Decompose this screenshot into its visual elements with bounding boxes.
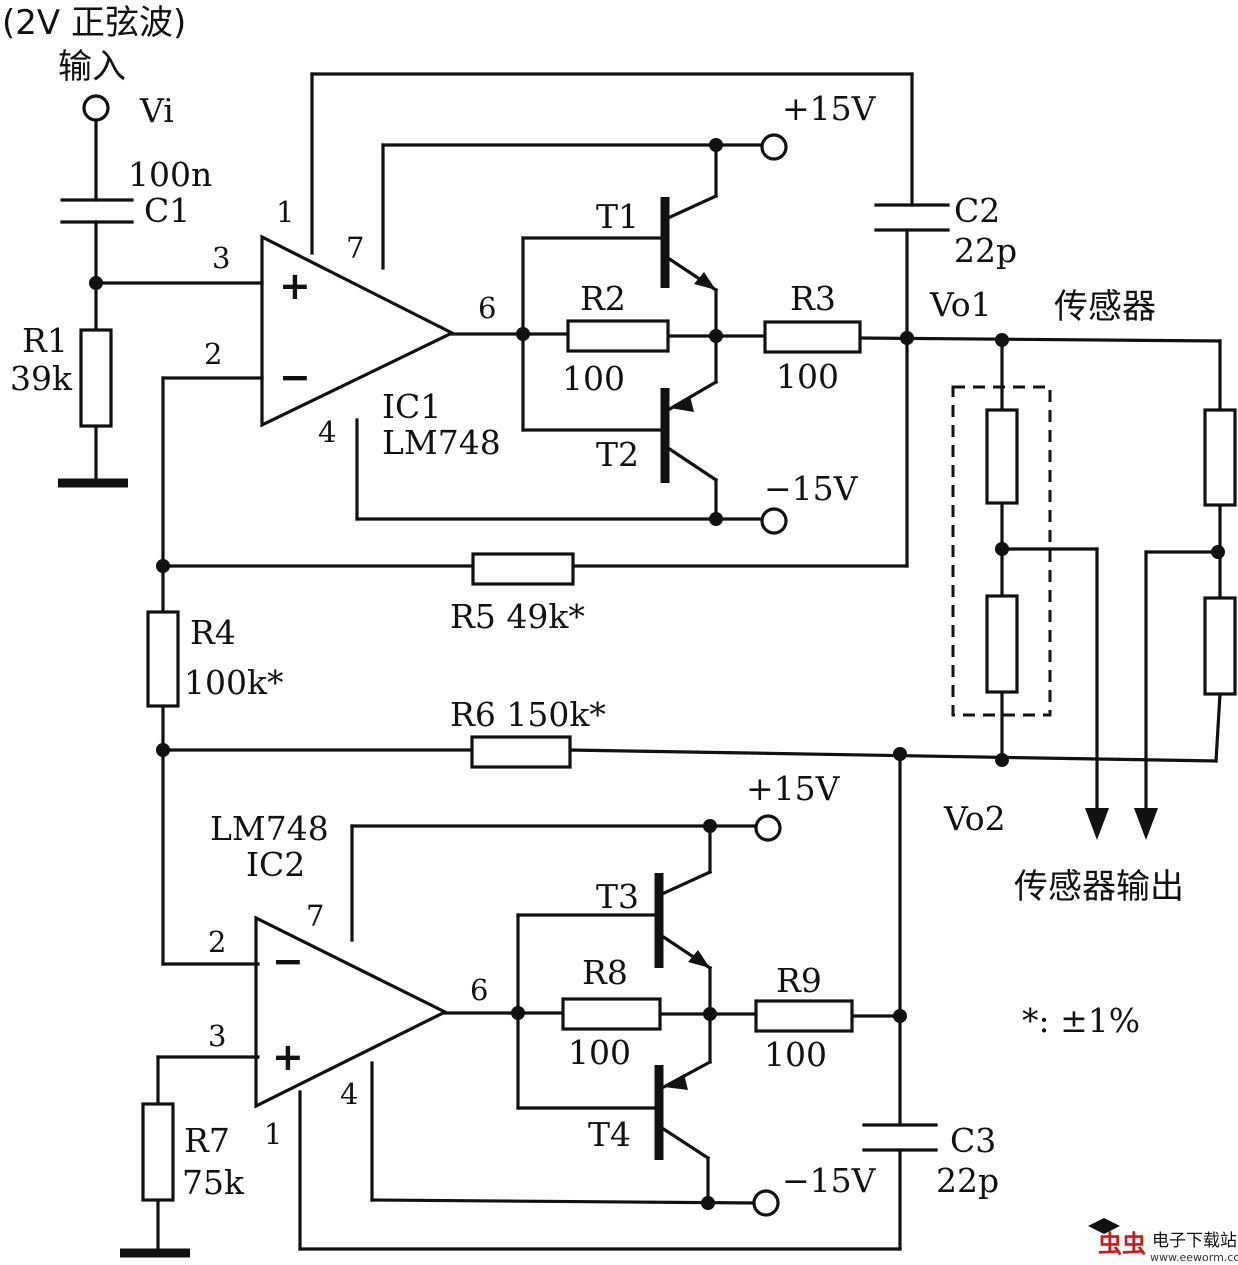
sensor-resistor-right-top: [1203, 408, 1237, 507]
c2-name: C2: [954, 191, 1000, 230]
ic2-pin3: 3: [208, 1019, 226, 1053]
ic1-pin7: 7: [346, 231, 364, 265]
capacitor-c3: [862, 1123, 938, 1152]
r1-value: 39k: [10, 359, 73, 398]
terminal-neg15v-top: [760, 507, 788, 535]
c1-value: 100n: [128, 155, 212, 194]
resistor-r4: [146, 610, 180, 708]
r9-name: R9: [776, 961, 822, 1000]
sensor-output-arrow-1: [1085, 808, 1109, 840]
r5-label: R5 49k*: [450, 597, 585, 636]
ic2-opamp: [254, 915, 449, 1109]
ic2-pin2: 2: [208, 925, 226, 959]
tolerance-note: *: ±1%: [1022, 1001, 1140, 1040]
capacitor-c1: [60, 198, 134, 224]
input-terminal: [82, 94, 110, 122]
supply-neg-bottom: −15V: [782, 1161, 877, 1200]
input-label: 输入: [58, 47, 126, 87]
supply-pos-bottom: +15V: [746, 769, 841, 808]
resistor-r6: [470, 735, 572, 769]
ic2-pin1: 1: [264, 1117, 282, 1151]
r7-value: 75k: [182, 1163, 245, 1202]
t2-emitter-arrow: [670, 396, 694, 412]
r3-value: 100: [776, 357, 839, 396]
r4-name: R4: [190, 613, 236, 652]
r8-value: 100: [568, 1033, 631, 1072]
resistor-r9: [754, 999, 854, 1033]
resistor-r1: [79, 328, 113, 428]
wires: [94, 72, 1222, 1254]
watermark-text: 电子下载站: [1152, 1231, 1237, 1251]
ic1-pin3: 3: [212, 241, 230, 275]
r6-label: R6 150k*: [450, 695, 606, 734]
terminal-pos15v-top: [760, 133, 788, 161]
sensor-resistor-right-bottom: [1203, 596, 1237, 696]
t4-emitter-arrow: [664, 1074, 688, 1090]
supply-pos-top: +15V: [782, 89, 877, 128]
r4-value: 100k*: [184, 663, 283, 702]
ic2-name: IC2: [246, 845, 305, 884]
ic2-part: LM748: [210, 809, 329, 848]
t3-emitter-arrow: [688, 950, 710, 968]
supply-neg-top: −15V: [764, 469, 859, 508]
ic1-pin4: 4: [318, 415, 336, 449]
watermark-logo: 虫虫: [1098, 1230, 1146, 1258]
t2-label: T2: [596, 435, 639, 474]
sensor-resistor-left-bottom: [985, 594, 1019, 694]
ic2-minus-sign: −: [272, 939, 304, 983]
sensor-dashed-box: [951, 385, 1052, 717]
resistor-r7: [141, 1102, 175, 1202]
sensor-output-arrow-2: [1134, 808, 1158, 840]
ic1-plus-sign: +: [279, 264, 311, 308]
terminal-neg15v-bottom: [752, 1189, 780, 1217]
resistor-r3: [763, 320, 862, 354]
input-symbol: Vi: [139, 91, 174, 130]
resistor-r5: [471, 552, 575, 586]
ic1-pin2: 2: [204, 337, 222, 371]
ic1-pin6: 6: [478, 291, 496, 325]
ic1-opamp: [260, 234, 456, 428]
resistor-r2: [566, 319, 670, 353]
vo2-label: Vo2: [943, 799, 1006, 838]
c2-value: 22p: [954, 231, 1017, 270]
t1-emitter-arrow: [694, 272, 716, 290]
ic1-name: IC1: [382, 387, 441, 426]
sensor-resistor-left-top: [985, 408, 1019, 505]
r3-name: R3: [790, 279, 836, 318]
r2-value: 100: [562, 359, 625, 398]
ic2-pin7: 7: [306, 899, 324, 933]
resistor-r8: [561, 997, 662, 1031]
ic2-plus-sign: +: [272, 1035, 304, 1079]
r1-name: R1: [22, 321, 68, 360]
junction-dots: [89, 138, 1225, 1210]
c1-name: C1: [144, 191, 190, 230]
ic2-pin4: 4: [340, 1077, 358, 1111]
t1-label: T1: [596, 197, 639, 236]
vo1-label: Vo1: [929, 285, 992, 324]
input-note: (2V 正弦波): [2, 3, 186, 43]
graduation-cap-icon: [1088, 1218, 1120, 1234]
c3-value: 22p: [936, 1161, 999, 1200]
t4-label: T4: [588, 1115, 631, 1154]
t3-label: T3: [596, 877, 639, 916]
r2-name: R2: [580, 279, 626, 318]
watermark: 虫虫 电子下载站 www.eeworm.com: [1088, 1218, 1238, 1264]
c3-name: C3: [950, 1121, 996, 1160]
ic2-pin6: 6: [470, 973, 488, 1007]
r8-name: R8: [582, 953, 628, 992]
r9-value: 100: [764, 1035, 827, 1074]
capacitor-c2: [874, 203, 950, 232]
sensor-output-label: 传感器输出: [1014, 867, 1184, 907]
watermark-url: www.eeworm.com: [1150, 1251, 1238, 1264]
sensor-title: 传感器: [1054, 287, 1156, 327]
ic1-part: LM748: [382, 423, 501, 462]
terminal-pos15v-bottom: [754, 814, 782, 842]
ic1-pin1: 1: [276, 195, 294, 229]
r7-name: R7: [184, 1121, 230, 1160]
ic1-minus-sign: −: [279, 355, 311, 399]
